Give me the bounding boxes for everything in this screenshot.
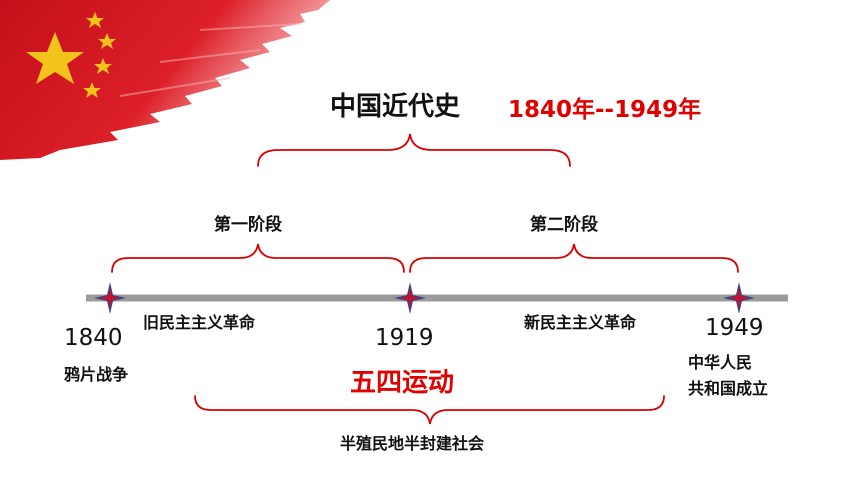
marker-icon (723, 282, 755, 314)
marker-icon (94, 282, 126, 314)
page-title: 中国近代史 (330, 92, 461, 122)
society-brace (194, 395, 665, 425)
event-may-fourth: 五四运动 (350, 368, 455, 398)
stage-two-label: 第二阶段 (530, 215, 598, 235)
stage-two-brace (409, 243, 739, 273)
period-range: 1840年--1949年 (508, 97, 702, 123)
event-prc-line2: 共和国成立 (688, 379, 769, 398)
star-small-icon (83, 82, 101, 98)
year-1949: 1949 (705, 315, 764, 341)
star-large-icon (26, 32, 84, 84)
period-brace (257, 133, 571, 167)
star-small-icon (94, 58, 112, 74)
star-small-icon (86, 12, 104, 28)
society-label: 半殖民地半封建社会 (340, 434, 485, 453)
stage-one-brace (111, 243, 405, 273)
year-1919: 1919 (375, 325, 434, 351)
stage-one-label: 第一阶段 (214, 215, 282, 235)
flag-decoration (0, 0, 330, 160)
new-democratic-revolution-label: 新民主主义革命 (524, 313, 637, 332)
star-small-icon (98, 33, 116, 49)
event-opium-war: 鸦片战争 (64, 365, 129, 384)
marker-icon (394, 282, 426, 314)
year-1840: 1840 (64, 325, 123, 351)
old-democratic-revolution-label: 旧民主主义革命 (143, 313, 256, 332)
event-prc-line1: 中华人民 (688, 353, 753, 372)
